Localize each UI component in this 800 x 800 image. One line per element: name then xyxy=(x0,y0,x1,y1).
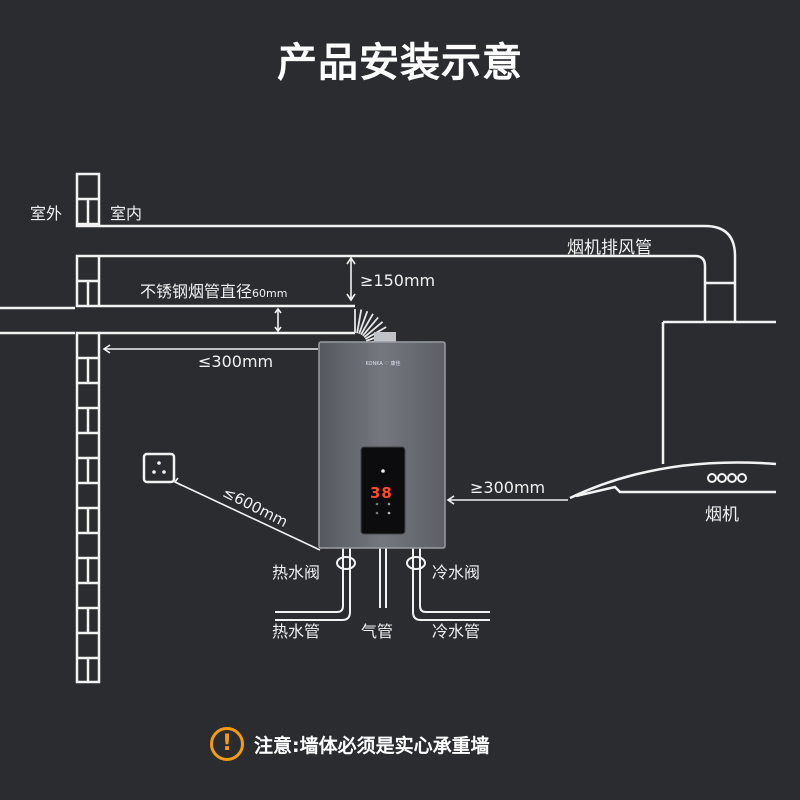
flue-diameter: 60mm xyxy=(252,287,288,300)
wall xyxy=(75,172,101,684)
heater-brand-logo: KONKA ♡ 康佳 xyxy=(365,361,401,367)
notice-text: 注意:墙体必须是实心承重墙 xyxy=(254,734,490,757)
label-cold-water-pipe: 冷水管 xyxy=(432,622,481,641)
label-flue-length: ≤300mm xyxy=(198,352,274,371)
label-hood-distance: ≥300mm xyxy=(470,478,546,497)
elbow-rib xyxy=(362,316,379,337)
hood-exhaust-duct xyxy=(100,224,737,322)
notice-banner: ! 注意:墙体必须是实心承重墙 xyxy=(210,724,490,764)
warning-icon: ! xyxy=(210,727,244,761)
label-clearance-top: ≥150mm xyxy=(360,271,436,290)
elbow-rib xyxy=(360,313,374,336)
label-cold-water-valve: 冷水阀 xyxy=(432,563,481,582)
label-indoor: 室内 xyxy=(110,204,143,223)
label-hot-water-pipe: 热水管 xyxy=(272,622,321,641)
label-gas-pipe: 气管 xyxy=(361,622,394,641)
page-title: 产品安装示意 xyxy=(277,40,523,86)
label-hot-water-valve: 热水阀 xyxy=(272,563,321,582)
label-outdoor: 室外 xyxy=(30,204,63,223)
label-range-hood: 烟机 xyxy=(705,505,739,525)
range-hood xyxy=(569,320,777,500)
flue-pipe xyxy=(0,304,355,335)
elbow-rib xyxy=(356,309,363,334)
water-heater xyxy=(318,341,446,549)
flue-collar xyxy=(374,332,396,342)
dimension-lines xyxy=(102,256,568,551)
heater-display-value: 38 xyxy=(370,484,393,502)
power-socket xyxy=(142,452,176,484)
label-hood-exhaust-pipe: 烟机排风管 xyxy=(567,238,652,258)
elbow-rib xyxy=(358,310,369,335)
elbow-rib xyxy=(363,321,384,338)
connection-pipes xyxy=(275,548,490,621)
label-flue-pipe: 不锈钢烟管直径60mm xyxy=(140,278,287,302)
flue-pipe-text: 不锈钢烟管直径 xyxy=(140,282,253,301)
